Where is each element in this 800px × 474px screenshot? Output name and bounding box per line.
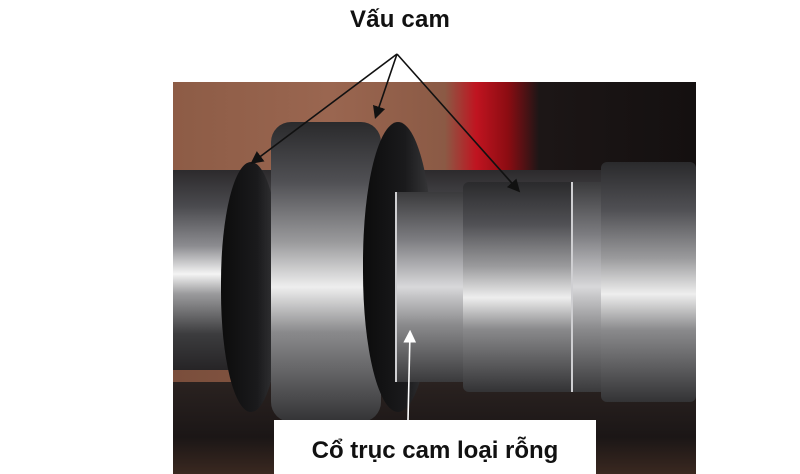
cam-lobe-left <box>271 122 381 422</box>
cam-lobe-far-right <box>601 162 696 402</box>
cam-lobe-right <box>463 182 578 392</box>
cam-lobe-label: Vấu cam <box>349 6 451 33</box>
hollow-journal <box>395 192 467 382</box>
camshaft-photo <box>173 82 696 474</box>
hollow-journal-label: Cổ trục cam loại rỗng <box>311 437 559 464</box>
hollow-journal-label-box: Cổ trục cam loại rỗng <box>274 420 596 474</box>
right-journal <box>571 182 605 392</box>
